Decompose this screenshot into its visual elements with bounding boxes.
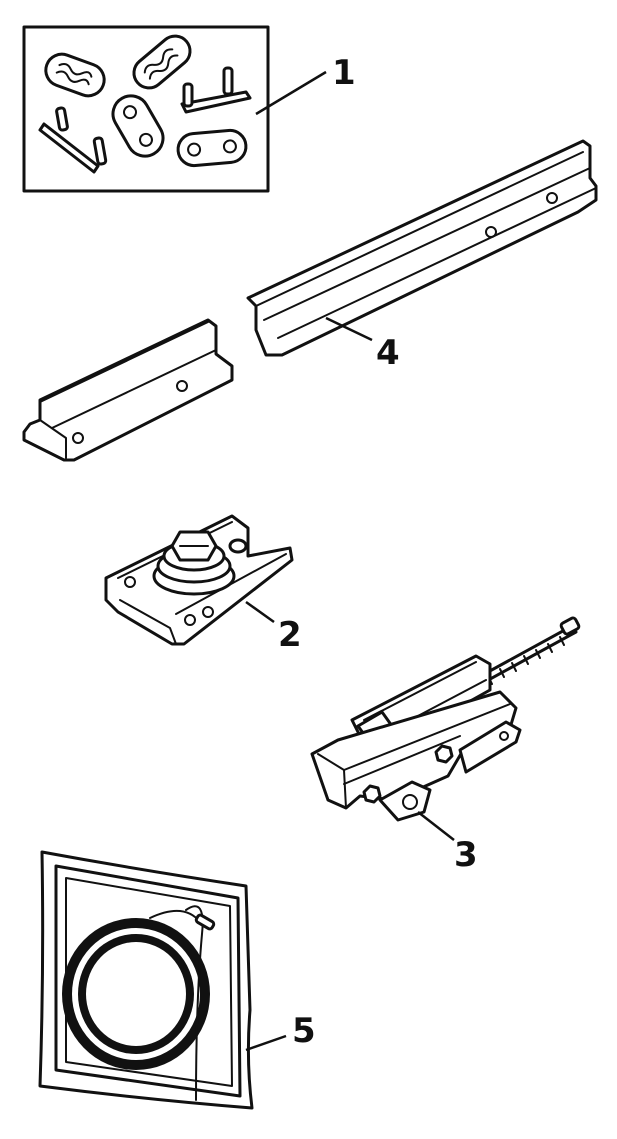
callout-part-1: 1 — [332, 53, 356, 93]
callout-part-4: 4 — [376, 333, 400, 373]
callout-part-3: 3 — [454, 835, 478, 875]
boxed-wire-coil-icon — [38, 850, 287, 1110]
callout-part-5: 5 — [292, 1011, 316, 1051]
callout-part-2: 2 — [278, 615, 302, 655]
chain-tensioner-icon — [310, 616, 581, 841]
chain-links-and-pins-icon — [22, 25, 327, 193]
trolley-pulley-bracket-icon — [104, 514, 294, 646]
rail-section-icon — [22, 139, 598, 462]
